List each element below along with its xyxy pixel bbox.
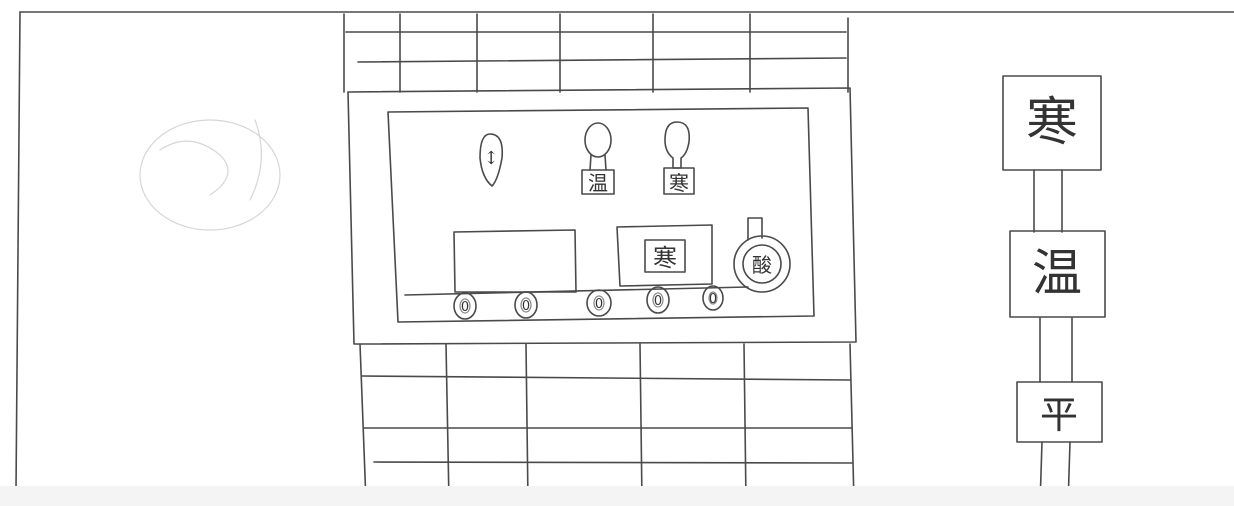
sign-top: 寒 [1003, 76, 1101, 170]
machine-left-compartment [454, 230, 576, 292]
sign-middle: 温 [1010, 231, 1105, 317]
coin-label: 0 [709, 292, 717, 307]
sign-post: 寒 温 平 [1003, 76, 1105, 505]
sign-bottom-label: 平 [1040, 393, 1078, 437]
coin-4: 0 [647, 287, 669, 313]
tap-right-label: 寒 [669, 171, 689, 195]
tap-center: 温 [582, 123, 614, 195]
coin-label: 0 [461, 300, 469, 315]
tap-right: 寒 [664, 122, 694, 195]
coin-label: 0 [595, 297, 603, 312]
coin-label: 0 [522, 299, 530, 314]
tap-center-label: 温 [588, 171, 608, 195]
upper-grid [344, 14, 848, 92]
machine-center-compartment: 寒 [617, 225, 712, 286]
sign-top-label: 寒 [1026, 93, 1078, 153]
sign-middle-label: 温 [1032, 244, 1082, 302]
erased-scribble [140, 120, 280, 230]
tap-left-label: ↕ [483, 148, 498, 169]
dial-label: 酸 [752, 253, 772, 277]
coin-1: 0 [454, 293, 476, 319]
dial: 酸 [734, 218, 790, 292]
paper-bottom-shadow [0, 486, 1234, 506]
coin-3: 0 [587, 290, 611, 316]
center-box-label: 寒 [653, 244, 677, 272]
coin-5: 0 [703, 286, 723, 310]
coin-2: 0 [515, 292, 537, 318]
coin-label: 0 [654, 294, 662, 309]
lower-grid [360, 344, 854, 502]
paper-left-edge [16, 12, 20, 490]
tap-left: ↕ [480, 134, 502, 186]
sign-bottom: 平 [1017, 382, 1102, 442]
